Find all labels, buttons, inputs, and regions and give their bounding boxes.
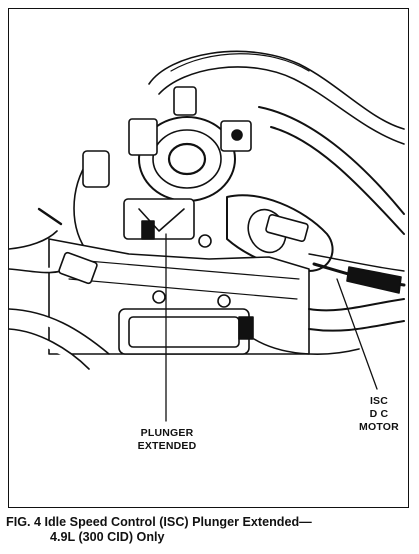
lower-right-hoses	[253, 298, 405, 355]
wiring-harness	[308, 253, 406, 294]
caption-line1: FIG. 4 Idle Speed Control (ISC) Plunger …	[6, 515, 312, 529]
linkage	[73, 150, 212, 255]
plunger-label-line2: EXTENDED	[137, 440, 197, 452]
isc-motor-label: ISC D C MOTOR	[349, 395, 408, 434]
left-side-components	[9, 207, 110, 370]
figure-frame: PLUNGER EXTENDED ISC D C MOTOR	[8, 8, 409, 508]
figure-caption: FIG. 4 Idle Speed Control (ISC) Plunger …	[6, 515, 416, 544]
motor-label-line1: ISC	[369, 395, 389, 407]
upper-hose	[148, 50, 405, 130]
motor-label-line2: D C MOTOR	[359, 408, 399, 433]
caption-line2: 4.9L (300 CID) Only	[50, 529, 165, 544]
engine-block	[48, 238, 310, 355]
plunger-label-line1: PLUNGER	[140, 427, 194, 439]
right-hose	[258, 106, 405, 215]
engine-illustration	[9, 50, 406, 422]
plunger-extended-label: PLUNGER EXTENDED	[127, 427, 207, 453]
motor-leader-line	[336, 278, 378, 390]
throttle-body	[128, 86, 252, 202]
